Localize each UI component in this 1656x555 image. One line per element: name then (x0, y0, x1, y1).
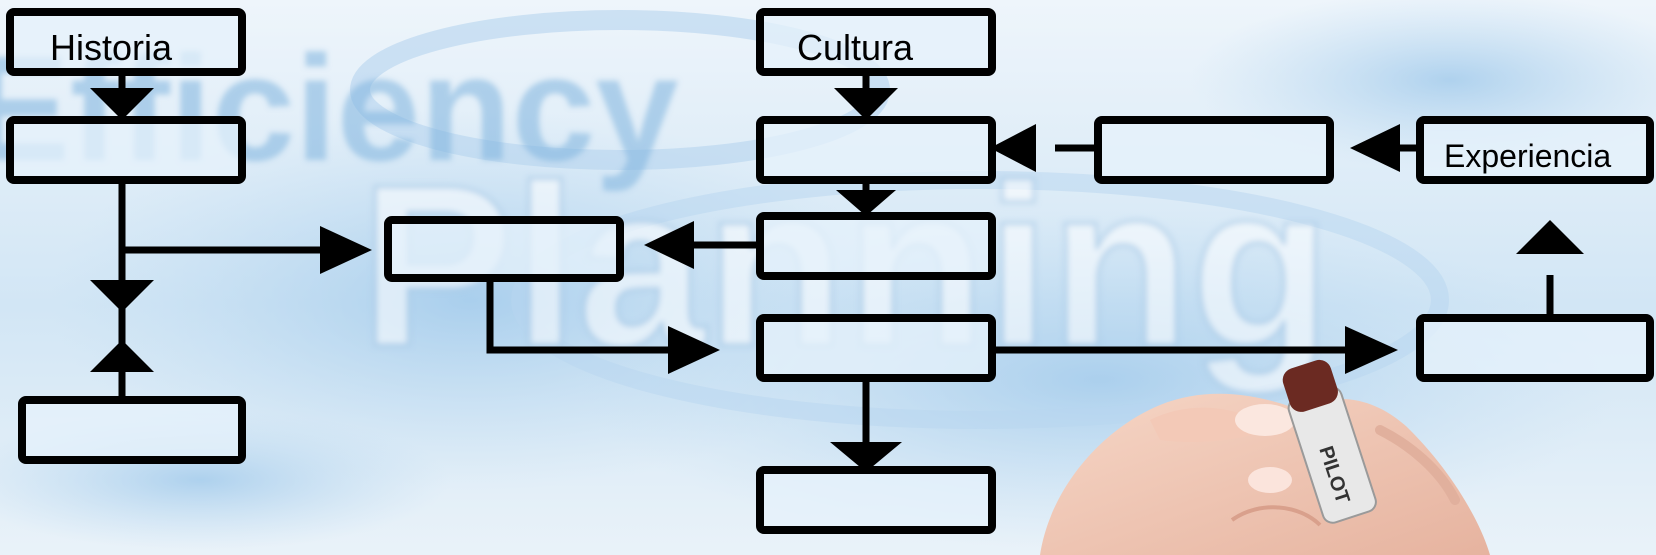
arrow-left-center1 (990, 124, 1036, 172)
node-historia (6, 8, 246, 76)
node-center-1 (756, 116, 996, 184)
arrow-left-center2 (644, 221, 694, 269)
arrow-left-rightmid (1350, 124, 1400, 172)
arrow-down-center1 (836, 190, 896, 216)
arrow-up-trunk (90, 340, 154, 372)
arrow-right-midleft (320, 226, 372, 274)
node-historia-bottom (18, 396, 246, 464)
node-mid-left (384, 216, 624, 282)
edge-midleft-to-center3 (486, 275, 672, 354)
node-experiencia (1416, 116, 1654, 184)
node-right-bottom (1416, 314, 1654, 382)
nodes (6, 8, 1654, 534)
arrow-down-cultura (834, 88, 898, 120)
label-historia: Historia (50, 27, 173, 68)
label-cultura: Cultura (797, 27, 914, 68)
arrow-down-historia (90, 88, 154, 120)
arrow-down-trunk (90, 280, 154, 312)
node-center-bottom (756, 466, 996, 534)
hand-holding-marker-icon: PILOT (1040, 359, 1490, 555)
node-labels: Historia Cultura Experiencia (50, 27, 1611, 174)
arrow-right-rightbottom (1345, 326, 1398, 374)
marker-pen: PILOT (1282, 359, 1377, 524)
arrow-up-rightbottom (1516, 220, 1584, 254)
arrow-down-center3 (830, 442, 902, 472)
arrowheads (90, 88, 1584, 472)
node-center-2 (756, 212, 996, 280)
arrow-right-center3 (668, 326, 720, 374)
node-center-3 (756, 314, 996, 382)
node-cultura (756, 8, 996, 76)
node-historia-child (6, 116, 246, 184)
node-right-mid (1094, 116, 1334, 184)
label-experiencia: Experiencia (1444, 138, 1611, 174)
